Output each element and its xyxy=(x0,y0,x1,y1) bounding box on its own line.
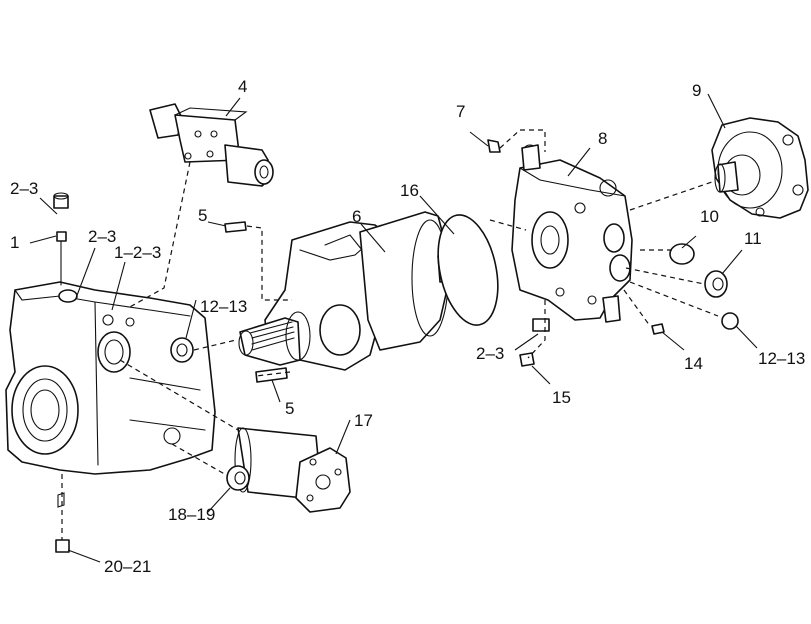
callout-2-3-top-left: 2–3 xyxy=(10,179,38,198)
o-ring-10 xyxy=(669,243,695,265)
control-cylinder xyxy=(234,427,351,513)
plug-18-19 xyxy=(226,465,250,491)
callout-2-3-bottom: 2–3 xyxy=(476,344,504,363)
plug-12-13-left xyxy=(170,337,194,363)
callout-9: 9 xyxy=(692,81,701,100)
assembly-lines xyxy=(61,129,719,540)
leader-lines xyxy=(29,93,758,563)
callout-1: 1 xyxy=(10,233,19,252)
housing-port-plug xyxy=(58,289,78,303)
callout-11: 11 xyxy=(744,229,762,248)
screw-14 xyxy=(651,323,665,335)
callout-1-2-3: 1–2–3 xyxy=(114,243,161,262)
callout-12-13-left: 12–13 xyxy=(200,297,247,316)
callout-4: 4 xyxy=(238,77,247,96)
callout-7: 7 xyxy=(456,102,465,121)
small-screw-1 xyxy=(56,231,67,286)
pin-5-bottom xyxy=(255,367,288,383)
plug-2-3-top xyxy=(53,192,69,209)
callout-2-3-upper: 2–3 xyxy=(88,227,116,246)
pin-5-top xyxy=(224,221,247,233)
callout-18-19: 18–19 xyxy=(168,505,215,524)
callout-5-top: 5 xyxy=(198,206,207,225)
plug-11 xyxy=(704,270,728,298)
callout-8: 8 xyxy=(598,129,607,148)
callout-15: 15 xyxy=(552,388,571,407)
screw-15 xyxy=(519,352,535,367)
callout-10: 10 xyxy=(700,207,719,226)
callout-12-13-right: 12–13 xyxy=(758,349,805,368)
callout-14: 14 xyxy=(684,354,703,373)
callout-20-21: 20–21 xyxy=(104,557,151,576)
callout-labels: 2–3 1 2–3 1–2–3 4 5 5 6 7 8 9 10 11 12–1… xyxy=(10,77,805,576)
callout-17: 17 xyxy=(354,411,373,430)
mounting-flange xyxy=(711,117,809,219)
gasket-16 xyxy=(437,214,499,326)
screw-7 xyxy=(487,139,501,153)
callout-5-bottom: 5 xyxy=(285,399,294,418)
solenoid-valve xyxy=(149,103,274,187)
callout-16: 16 xyxy=(400,181,419,200)
callout-6: 6 xyxy=(352,207,361,226)
plug-2-3-mid xyxy=(532,318,550,332)
plug-12-13-right xyxy=(721,312,739,330)
rotary-group xyxy=(238,211,461,371)
port-plate xyxy=(511,144,633,323)
pump-housing xyxy=(5,281,216,475)
